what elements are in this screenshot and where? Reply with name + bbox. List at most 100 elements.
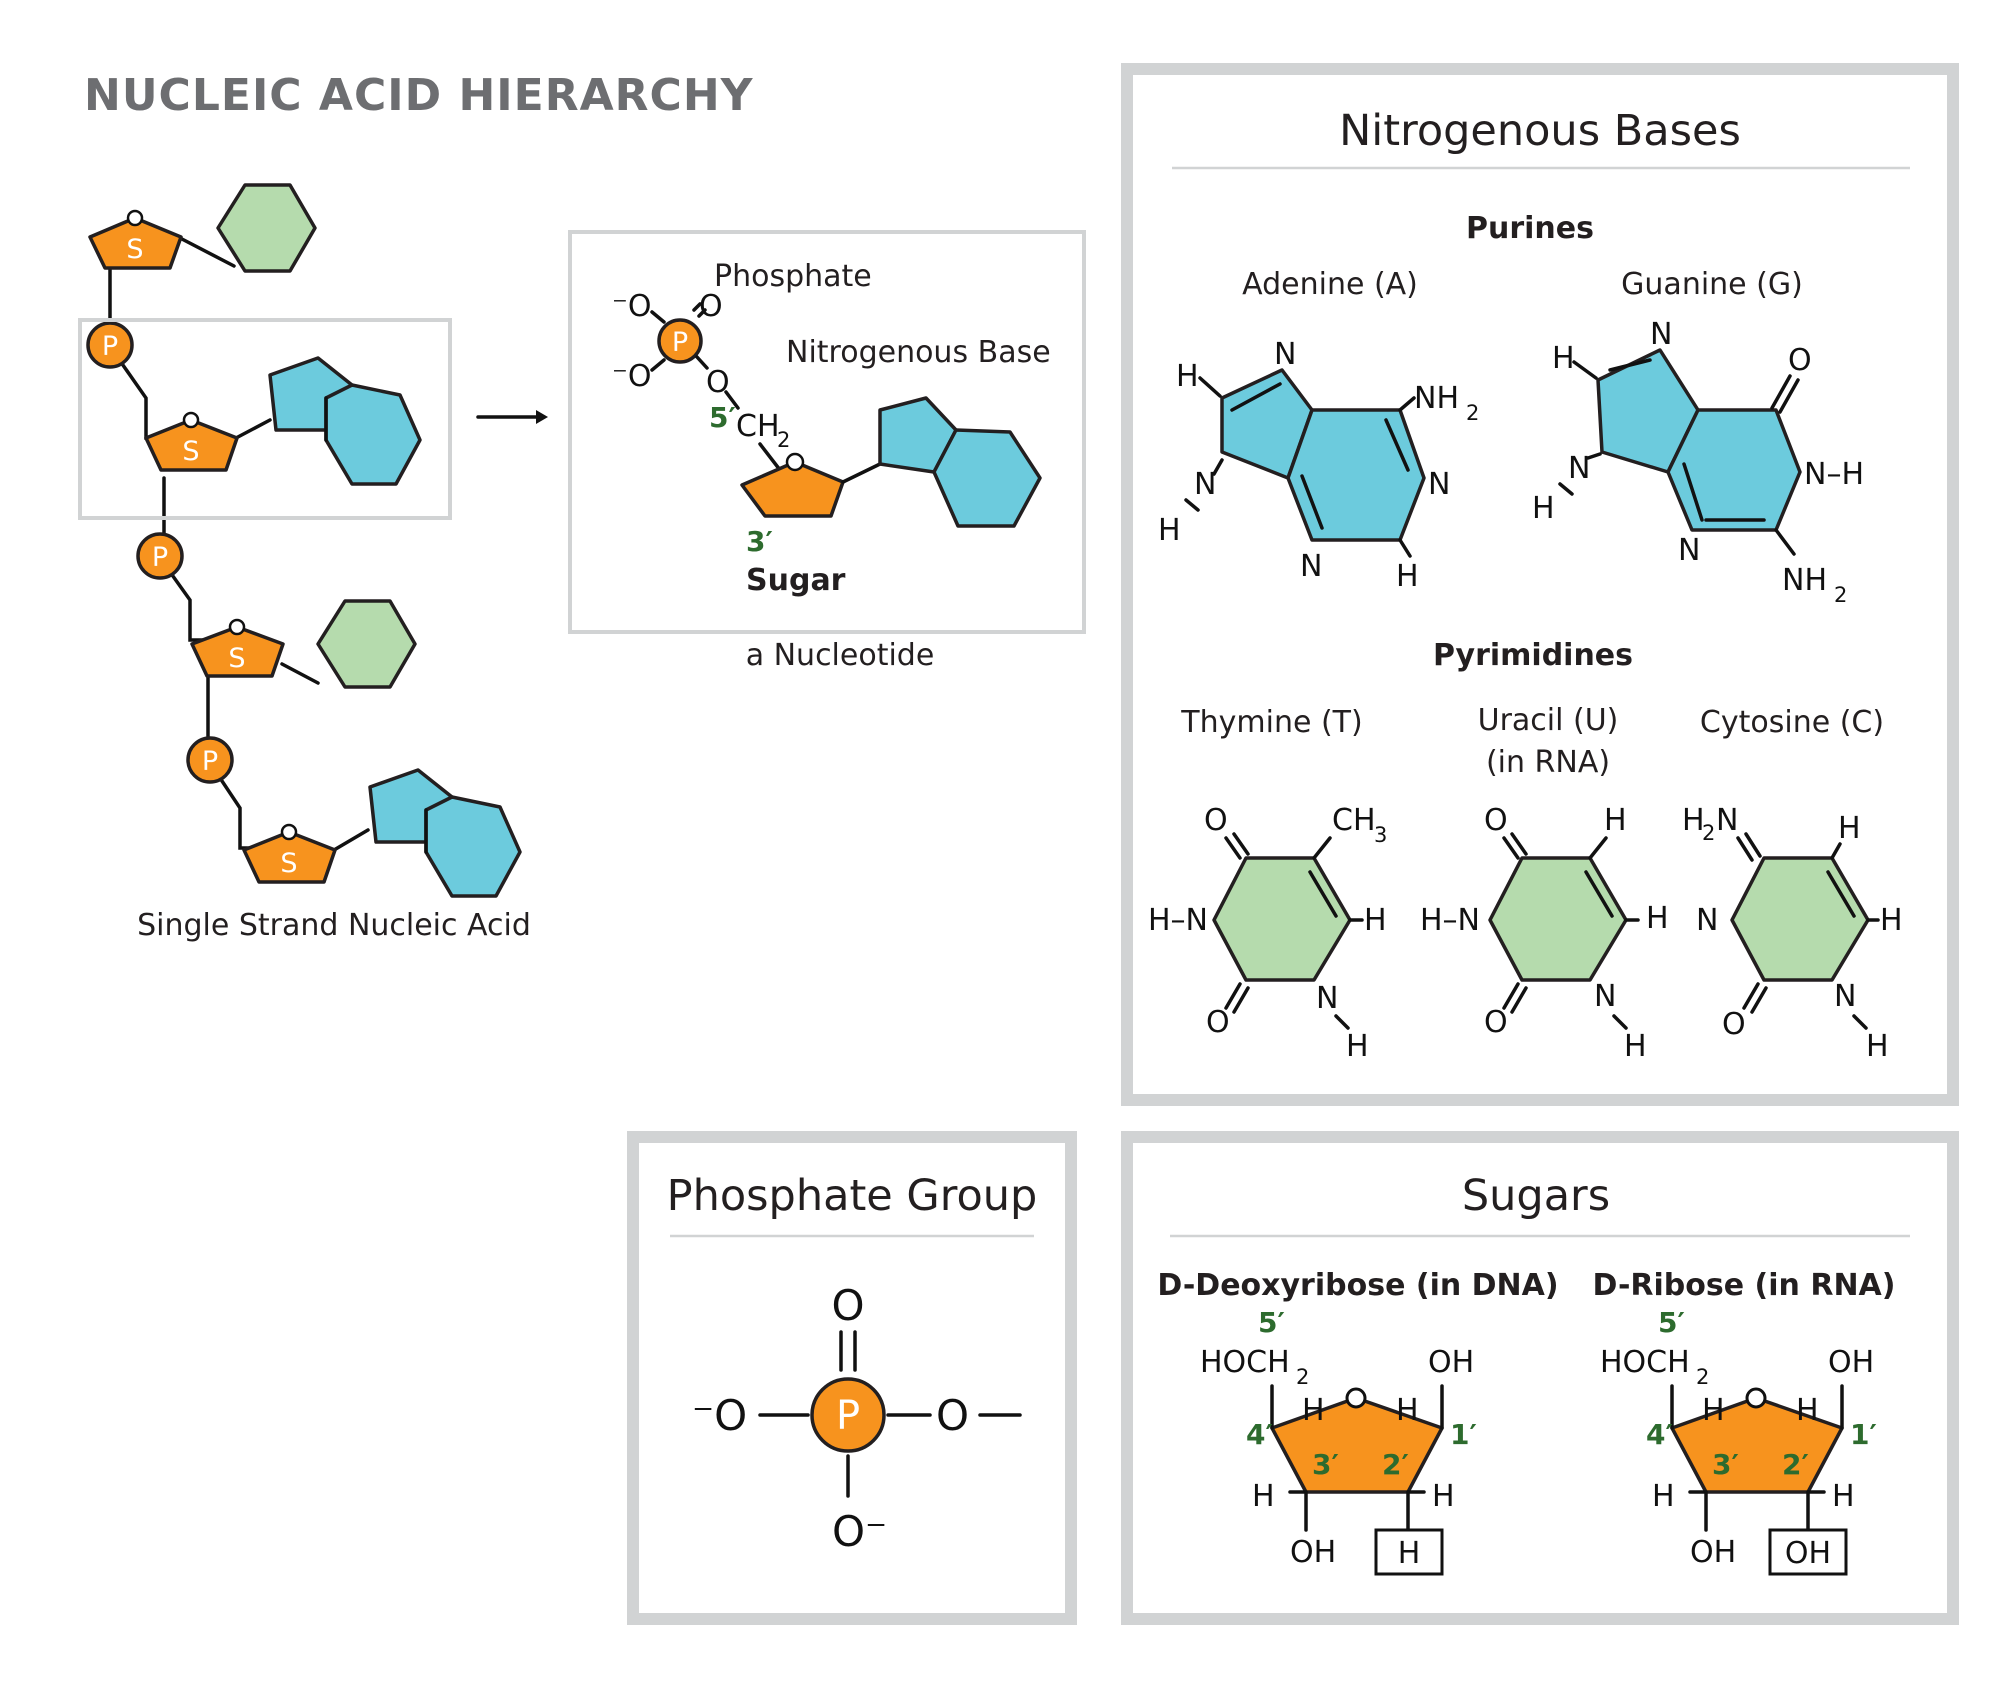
strand-phosphate-2-label: P bbox=[152, 542, 168, 573]
strand-base-1 bbox=[216, 183, 317, 273]
strand-sugar-2-label: S bbox=[182, 436, 199, 467]
deoxy-h3: H bbox=[1252, 1479, 1275, 1514]
nucleotide-selection-box bbox=[78, 318, 452, 520]
adenine-n1: N bbox=[1428, 467, 1450, 502]
thymine-structure: O CH 3 H–N H O N H bbox=[1148, 803, 1387, 1064]
bases-heading: Nitrogenous Bases bbox=[1339, 106, 1741, 156]
ribose-h4: H bbox=[1702, 1393, 1725, 1428]
phosphate-group-p-label: P bbox=[836, 1393, 860, 1439]
nitrogenous-bases-panel: Nitrogenous Bases Purines Adenine (A) Gu… bbox=[1121, 63, 1959, 1106]
ribose-c1: 1′ bbox=[1850, 1418, 1877, 1451]
cytosine-label: Cytosine (C) bbox=[1700, 705, 1884, 740]
cytosine-h2n-sub: 2 bbox=[1702, 821, 1715, 845]
uracil-note: (in RNA) bbox=[1486, 745, 1610, 780]
deoxy-ring bbox=[1270, 1396, 1444, 1494]
strand-purine-2-hexagon bbox=[324, 383, 422, 486]
strand-base-3 bbox=[316, 599, 417, 689]
adenine-structure: N H N H NH 2 N N H bbox=[1158, 337, 1479, 594]
guanine-nh2: NH bbox=[1782, 563, 1827, 598]
o-minus-bottom: ⁻O bbox=[612, 359, 651, 394]
deoxy-c3: 3′ bbox=[1312, 1448, 1339, 1481]
single-strand: S P S P S P S Single Strand Nucleic Aci bbox=[78, 183, 531, 943]
cytosine-n1: N bbox=[1834, 979, 1856, 1014]
deoxy-oh1: OH bbox=[1428, 1345, 1474, 1380]
guanine-label: Guanine (G) bbox=[1621, 267, 1803, 302]
strand-sugar-2 bbox=[144, 418, 239, 472]
uracil-n3h: H–N bbox=[1420, 903, 1480, 938]
uracil-h6: H bbox=[1646, 901, 1669, 936]
sugars-panel: Sugars D-Deoxyribose (in DNA) D-Ribose (… bbox=[1121, 1131, 1959, 1625]
nucleotide-purine-pentagon bbox=[878, 396, 958, 474]
guanine-h8: H bbox=[1552, 341, 1575, 376]
nucleotide-detail: Phosphate Nitrogenous Base ⁻O ⁻O O P O 5… bbox=[568, 230, 1086, 634]
deoxy-oh3: OH bbox=[1290, 1535, 1336, 1570]
arrow bbox=[476, 410, 548, 424]
adenine-label: Adenine (A) bbox=[1242, 267, 1418, 302]
strand-sugar-4-label: S bbox=[280, 848, 297, 879]
guanine-n7: N bbox=[1650, 317, 1672, 352]
deoxy-c4: 4′ bbox=[1246, 1418, 1273, 1451]
adenine-nh2: NH bbox=[1414, 381, 1459, 416]
ribose-c3: 3′ bbox=[1712, 1448, 1739, 1481]
o-double: O bbox=[699, 289, 723, 324]
phosphate-heading: Phosphate Group bbox=[667, 1171, 1038, 1221]
page-title: NUCLEIC ACID HIERARCHY bbox=[84, 70, 754, 121]
deoxy-c5: 5′ bbox=[1258, 1306, 1285, 1339]
nucleotide-phosphate bbox=[657, 318, 703, 364]
strand-caption: Single Strand Nucleic Acid bbox=[137, 908, 531, 943]
ribose-h1: H bbox=[1796, 1393, 1819, 1428]
nucleotide-caption: a Nucleotide bbox=[746, 638, 935, 673]
thymine-o2: O bbox=[1206, 1005, 1230, 1040]
nitrogenous-base-label: Nitrogenous Base bbox=[786, 335, 1051, 370]
pyrimidines-heading: Pyrimidines bbox=[1433, 638, 1633, 673]
five-prime-label: 5′ bbox=[709, 401, 736, 434]
phosphate-top-o: O bbox=[831, 1281, 864, 1330]
nucleotide-box bbox=[568, 230, 1086, 634]
nucleotide-phosphate-p: P bbox=[672, 327, 688, 358]
ch2-sub: 2 bbox=[777, 428, 790, 452]
thymine-ch3-sub: 3 bbox=[1374, 823, 1387, 847]
phosphate-label: Phosphate bbox=[714, 259, 872, 294]
ribose-label: D-Ribose (in RNA) bbox=[1593, 1268, 1896, 1303]
guanine-h9: H bbox=[1532, 491, 1555, 526]
thymine-n3h: H–N bbox=[1148, 903, 1208, 938]
ribose-boxed-oh: OH bbox=[1785, 1536, 1831, 1571]
deoxy-h4: H bbox=[1302, 1393, 1325, 1428]
ch2-label: CH bbox=[736, 409, 780, 444]
ribose-hoch: HOCH bbox=[1600, 1345, 1690, 1380]
guanine-structure: N H N H O N–H N NH 2 bbox=[1532, 317, 1864, 607]
thymine-o4: O bbox=[1204, 803, 1228, 838]
strand-purine-4-hexagon bbox=[424, 795, 522, 898]
deoxy-c2: 2′ bbox=[1382, 1448, 1409, 1481]
phosphate-bottom-o: O⁻ bbox=[832, 1507, 887, 1556]
three-prime-label: 3′ bbox=[746, 525, 773, 558]
guanine-nh2-sub: 2 bbox=[1834, 583, 1847, 607]
ribose-structure: 5′ HOCH 2 OH 4′ 1′ H H 3′ 2′ H H OH OH bbox=[1600, 1306, 1877, 1576]
uracil-o4: O bbox=[1484, 803, 1508, 838]
deoxy-hoch-sub: 2 bbox=[1296, 1365, 1309, 1389]
deoxy-h1: H bbox=[1396, 1393, 1419, 1428]
ribose-h2: H bbox=[1832, 1479, 1855, 1514]
adenine-nh2-sub: 2 bbox=[1466, 401, 1479, 425]
ribose-oh3: OH bbox=[1690, 1535, 1736, 1570]
deoxy-hoch: HOCH bbox=[1200, 1345, 1290, 1380]
phosphate-right-o: O bbox=[936, 1391, 969, 1440]
adenine-n7: N bbox=[1274, 337, 1296, 372]
phosphate-group-p bbox=[810, 1377, 886, 1453]
thymine-label: Thymine (T) bbox=[1180, 705, 1362, 740]
phosphate-left-o: ⁻O bbox=[692, 1391, 747, 1440]
adenine-h8: H bbox=[1176, 359, 1199, 394]
strand-sugar-1-label: S bbox=[126, 234, 143, 265]
guanine-n1h: N–H bbox=[1804, 457, 1864, 492]
deoxy-h2: H bbox=[1432, 1479, 1455, 1514]
adenine-n3: N bbox=[1300, 549, 1322, 584]
phosphate-frame bbox=[627, 1131, 1077, 1625]
nucleotide-sugar bbox=[740, 460, 845, 518]
phosphate-group-panel: Phosphate Group O P ⁻O O O⁻ bbox=[627, 1131, 1077, 1625]
deoxy-c1: 1′ bbox=[1450, 1418, 1477, 1451]
cytosine-structure: H 2 N H N H O N H bbox=[1682, 803, 1903, 1064]
adenine-h9: H bbox=[1158, 513, 1181, 548]
uracil-ring bbox=[1488, 856, 1628, 982]
o-minus-top: ⁻O bbox=[612, 289, 651, 324]
